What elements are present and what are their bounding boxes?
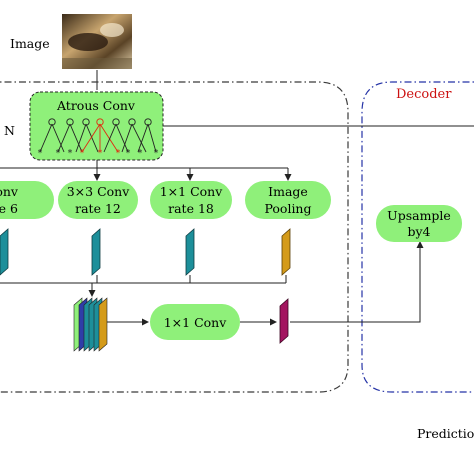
atrous-conv-label: Atrous Conv <box>56 98 136 113</box>
svg-text:*: * <box>68 149 73 159</box>
svg-text:*: * <box>98 149 103 159</box>
svg-text:*: * <box>138 149 143 159</box>
branch-3-line-2: rate 18 <box>168 201 214 216</box>
concat-tensor-stack <box>73 297 108 352</box>
input-image <box>62 14 132 69</box>
upsample-line-2: by4 <box>407 224 430 239</box>
tensor-branch-3 <box>185 228 195 276</box>
branch-1-line-2: rate 6 <box>0 201 18 216</box>
svg-text:*: * <box>56 149 61 159</box>
svg-text:*: * <box>80 149 85 159</box>
tensor-branch-1 <box>0 228 9 276</box>
encoder-to-upsample-arrow <box>290 241 424 323</box>
upsample-by4: Upsample by4 <box>376 205 462 242</box>
branch-2-line-1: 3×3 Conv <box>67 184 130 199</box>
prediction-label: Predictio <box>417 426 474 441</box>
branch-image-pooling: Image Pooling <box>245 181 331 219</box>
encoder-container <box>0 81 349 393</box>
image-label: Image <box>10 36 50 51</box>
decoder-container <box>361 81 474 393</box>
encoder-output-tensor <box>279 298 289 344</box>
concat-bus <box>0 275 287 297</box>
tensor-branch-2 <box>91 228 101 276</box>
svg-text:*: * <box>116 149 121 159</box>
branch-4-line-1: Image <box>268 184 308 199</box>
tensor-branch-4 <box>281 228 291 276</box>
svg-text:*: * <box>38 149 43 159</box>
upsample-line-1: Upsample <box>387 208 451 223</box>
n-label: N <box>4 123 15 138</box>
branch-3x3-conv-rate-12: 3×3 Conv rate 12 <box>58 181 138 219</box>
atrous-kernel-stars: * * * * * * * * * <box>38 149 159 159</box>
branch-1x1-conv-rate-18: 1×1 Conv rate 18 <box>150 181 232 219</box>
branch-3-line-1: 1×1 Conv <box>160 184 223 199</box>
decoder-label: Decoder <box>396 87 452 102</box>
branch-4-line-2: Pooling <box>264 201 311 216</box>
svg-text:*: * <box>154 149 159 159</box>
fuse-1x1-conv: 1×1 Conv <box>150 304 240 340</box>
atrous-kernel-illustration <box>39 118 157 153</box>
svg-text:*: * <box>126 149 131 159</box>
branch-2-line-2: rate 12 <box>75 201 121 216</box>
branch-conv-rate-6: Conv rate 6 <box>0 181 54 219</box>
fuse-conv-label: 1×1 Conv <box>164 315 227 330</box>
branch-1-line-1: Conv <box>0 184 19 199</box>
